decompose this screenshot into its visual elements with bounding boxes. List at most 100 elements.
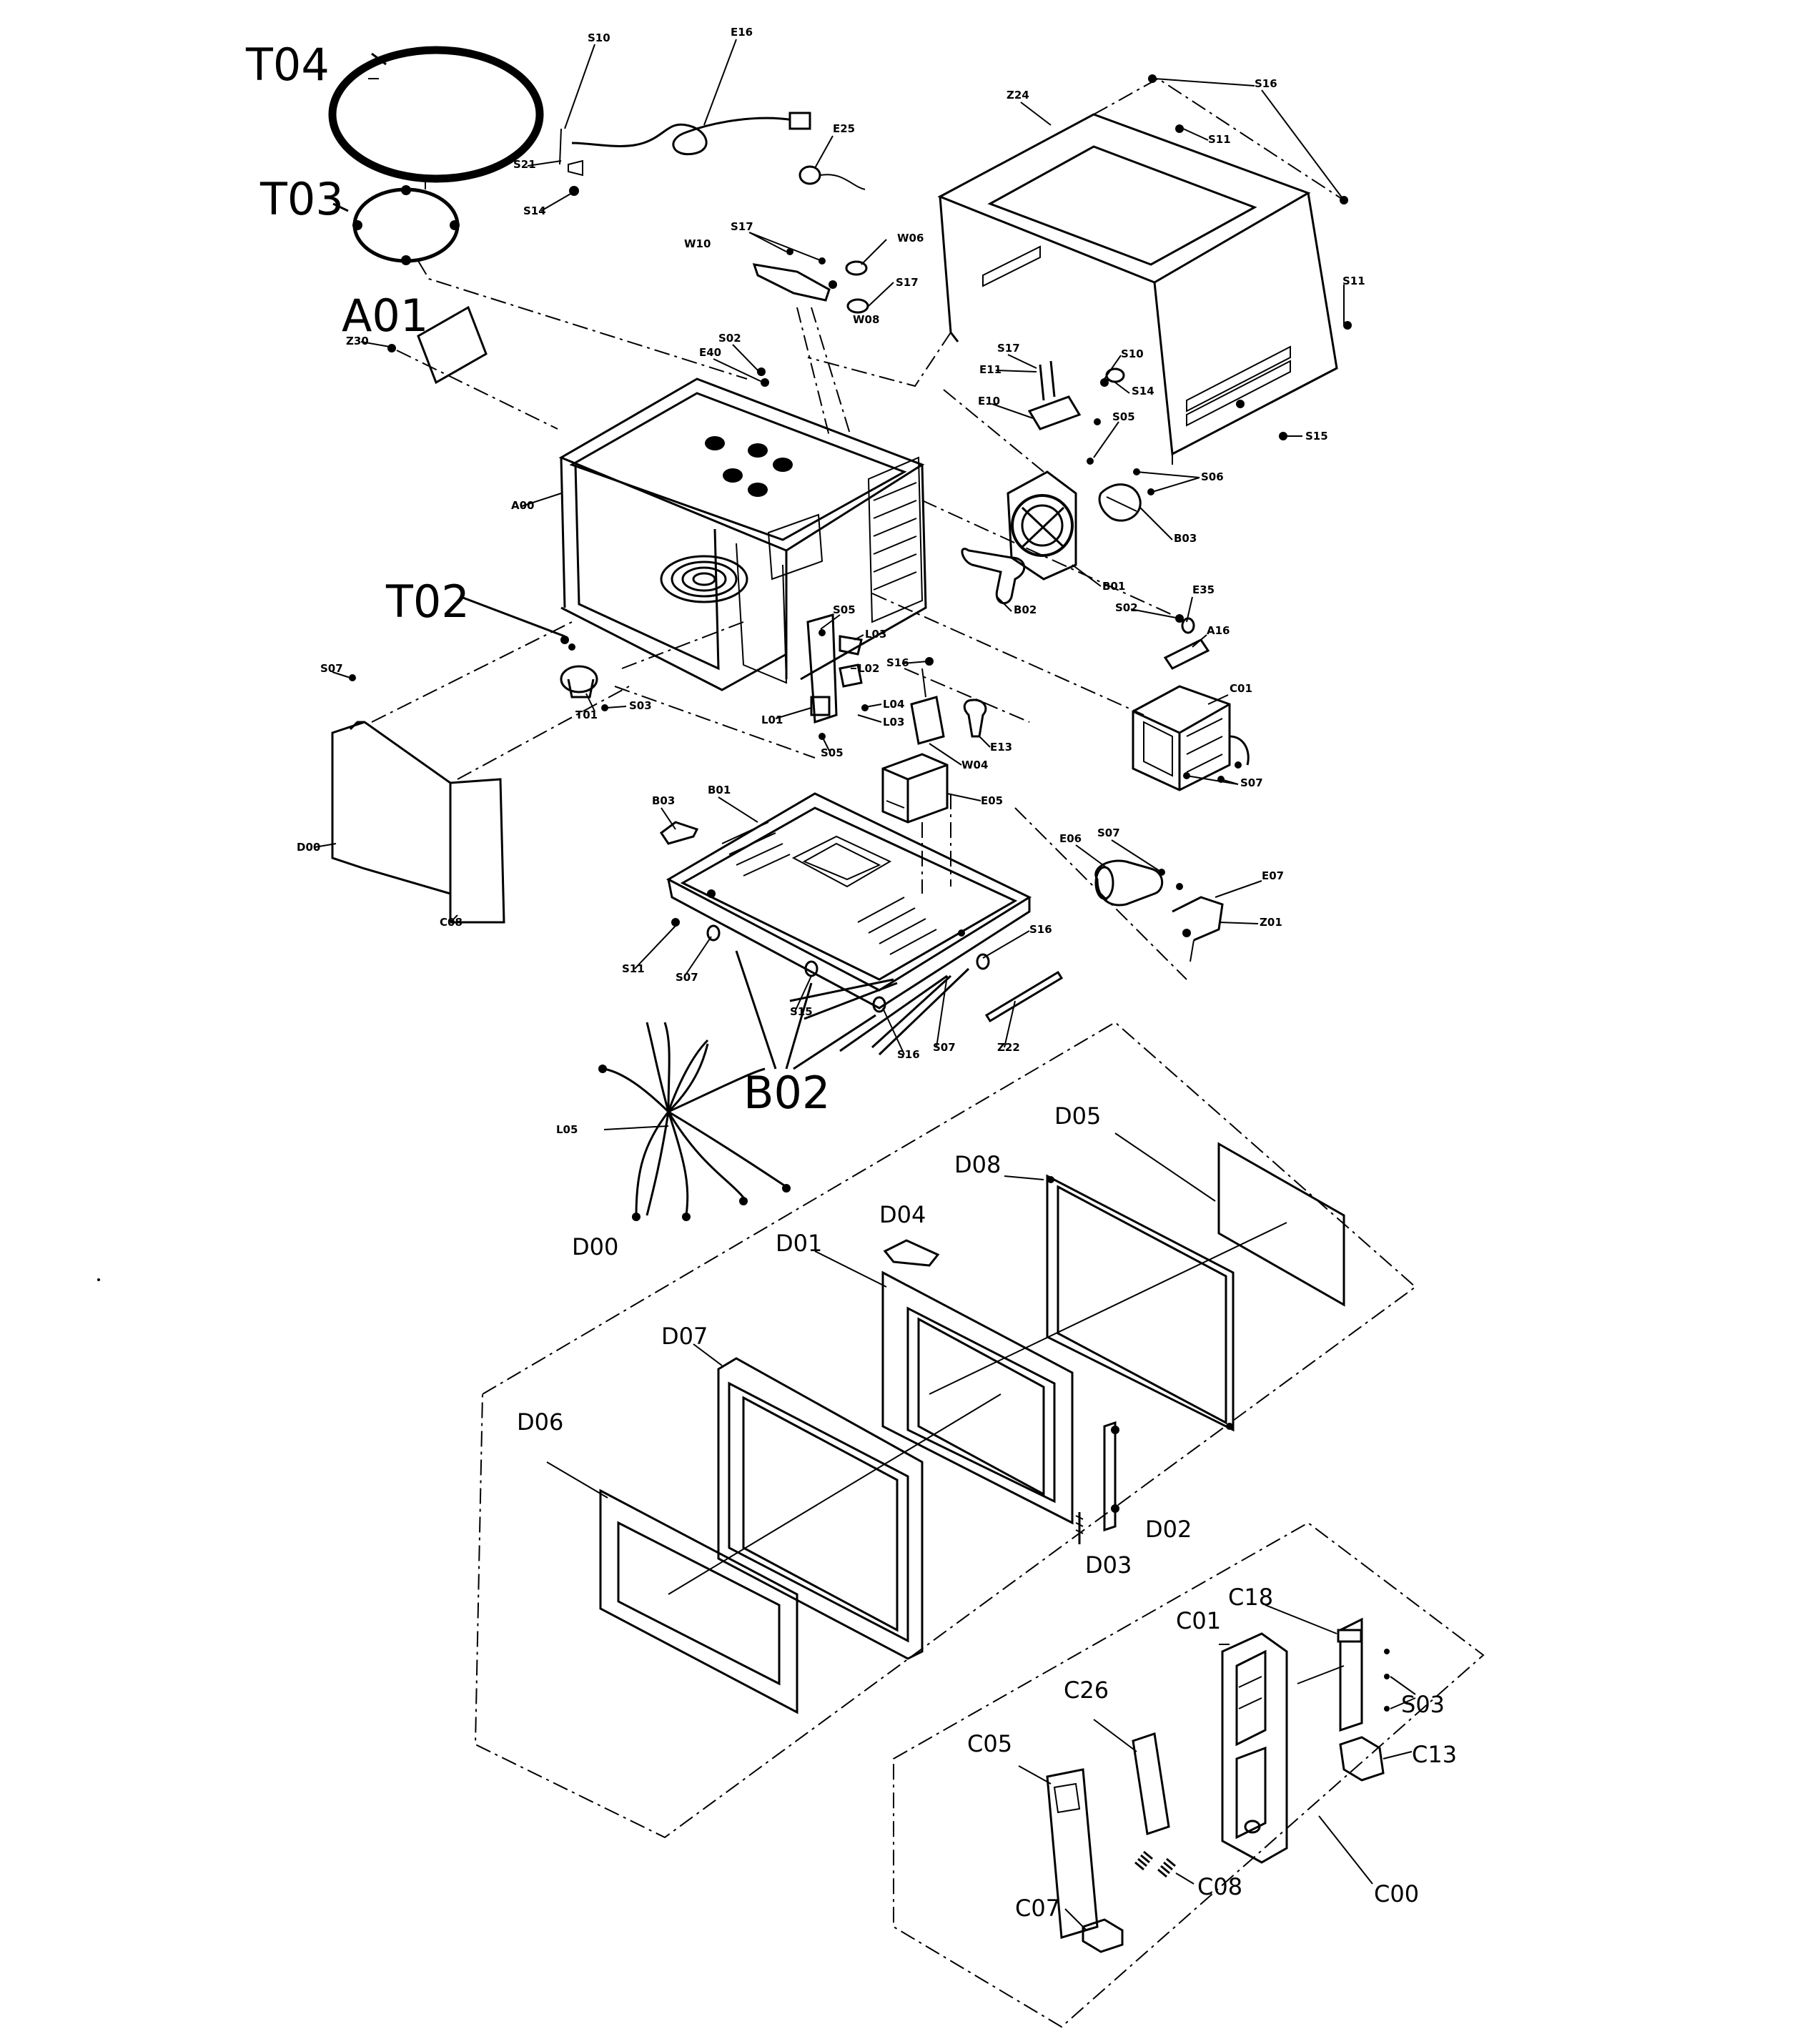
label-s07-left: S07 [320,662,343,675]
callout-t04: T04 [245,39,330,91]
oven-cavity-a00 [558,377,927,691]
turntable-motor-t01 [560,636,608,711]
label-s05-a: S05 [833,603,856,616]
label-s16-top: S16 [1255,77,1277,90]
door-interlock-switches [806,613,869,740]
label-d00-small: D00 [297,841,320,854]
label-s17-c: S17 [997,342,1020,355]
label-s05-mid: S05 [1112,410,1135,423]
label-s17-top: S17 [731,220,753,233]
label-b03-fan: B03 [1174,532,1197,545]
callout-t03: T03 [259,173,344,225]
callout-c13: C13 [1412,1741,1457,1768]
spring-d03 [1075,1512,1084,1544]
callout-c18: C18 [1228,1584,1273,1611]
callout-s03: S03 [1401,1691,1445,1718]
label-e07: E07 [1262,869,1284,882]
label-s16-base-b: S16 [897,1048,920,1061]
wire-harness-l05 [598,1022,791,1221]
callout-c08: C08 [1197,1873,1242,1900]
label-s16-base: S16 [1029,923,1052,936]
label-s07-base-b: S07 [933,1041,956,1054]
turntable-glass-tray-t04 [328,46,544,183]
callout-d01: D01 [776,1230,822,1257]
callout-c26: C26 [1064,1677,1109,1704]
label-z30: Z30 [346,335,369,347]
small-part-labels: S10 E16 S21 S14 E25 S17 W10 W06 S17 W08 … [297,26,1365,1136]
door-button-c07 [1082,1918,1124,1953]
callout-d04: D04 [879,1201,926,1228]
label-e25: E25 [833,122,855,135]
callout-d05: D05 [1054,1102,1101,1130]
label-l03-a: L03 [865,628,886,641]
fan-motor-assembly [961,418,1154,605]
thermal-cutout-bracket [752,248,869,314]
callout-c07: C07 [1015,1895,1060,1922]
side-panel-d00 [331,674,505,924]
label-s05-b: S05 [821,746,844,759]
label-e35: E35 [1192,583,1215,596]
callout-c05: C05 [967,1730,1012,1757]
choke-cover-d05 [1217,1142,1345,1307]
label-e06: E06 [1059,832,1082,845]
callout-d02: D02 [1145,1516,1192,1543]
label-b02-fan: B02 [1014,603,1037,616]
callout-c00: C00 [1374,1880,1419,1907]
label-w08: W08 [853,313,879,326]
label-s16-mid: S16 [886,656,909,669]
label-s11-side: S11 [1342,275,1365,287]
label-s07-base: S07 [676,971,698,984]
roller-ring-t03 [352,185,460,265]
fuse-holder-e13 [910,657,987,745]
label-b01-fan: B01 [1102,580,1125,593]
callout-c01: C01 [1176,1607,1221,1634]
label-e13: E13 [990,741,1012,754]
label-s14-mid: S14 [1132,385,1154,398]
label-a16: A16 [1207,624,1230,637]
label-s03-mid: S03 [629,699,652,712]
callout-d06: D06 [517,1408,563,1436]
hv-capacitor-e06 [1094,859,1224,962]
label-l01: L01 [761,714,783,726]
callout-t02: T02 [385,576,470,628]
pcb-c18 [1337,1617,1390,1732]
label-w06: W06 [897,232,924,245]
label-s11-base: S11 [622,962,645,975]
thermostat-a16 [1163,614,1210,670]
door-hook-d04 [883,1239,940,1267]
label-s10-mid: S10 [1121,347,1144,360]
control-panel-outline [893,1521,1485,2028]
label-s02-b: S02 [1115,601,1138,614]
label-s17-b: S17 [896,276,919,289]
label-z24: Z24 [1007,89,1029,102]
callout-d00: D00 [572,1233,618,1260]
label-w10: W10 [684,237,711,250]
callout-b02: B02 [743,1067,830,1119]
door-latch-d02 [1103,1421,1119,1532]
power-cord-assembly [559,112,866,196]
button-c13 [1339,1736,1385,1782]
label-s15: S15 [1305,430,1328,443]
door-front-d06 [599,1489,798,1714]
label-s11-top: S11 [1208,133,1231,146]
label-w04: W04 [961,759,988,771]
label-l05: L05 [556,1123,578,1136]
label-b03-base: B03 [652,794,675,807]
label-e16: E16 [731,26,753,39]
label-s07-cap: S07 [1097,826,1120,839]
label-s21: S21 [513,158,536,171]
keypad-c05 [1046,1768,1099,1939]
callout-a01: A01 [342,290,428,342]
label-e11: E11 [979,363,1002,376]
label-s14-top: S14 [523,204,546,217]
label-c01-mag: C01 [1230,682,1252,695]
door-frame-d08 [1046,1174,1235,1432]
label-e40: E40 [699,346,721,359]
label-s07-mag: S07 [1240,776,1263,789]
outer-cabinet-z24 [937,113,1338,456]
door-assembly-outline [474,1021,1417,1839]
transformer-e05 [881,753,949,824]
springs-c08 [1134,1850,1176,1878]
label-s15-base: S15 [790,1005,813,1018]
